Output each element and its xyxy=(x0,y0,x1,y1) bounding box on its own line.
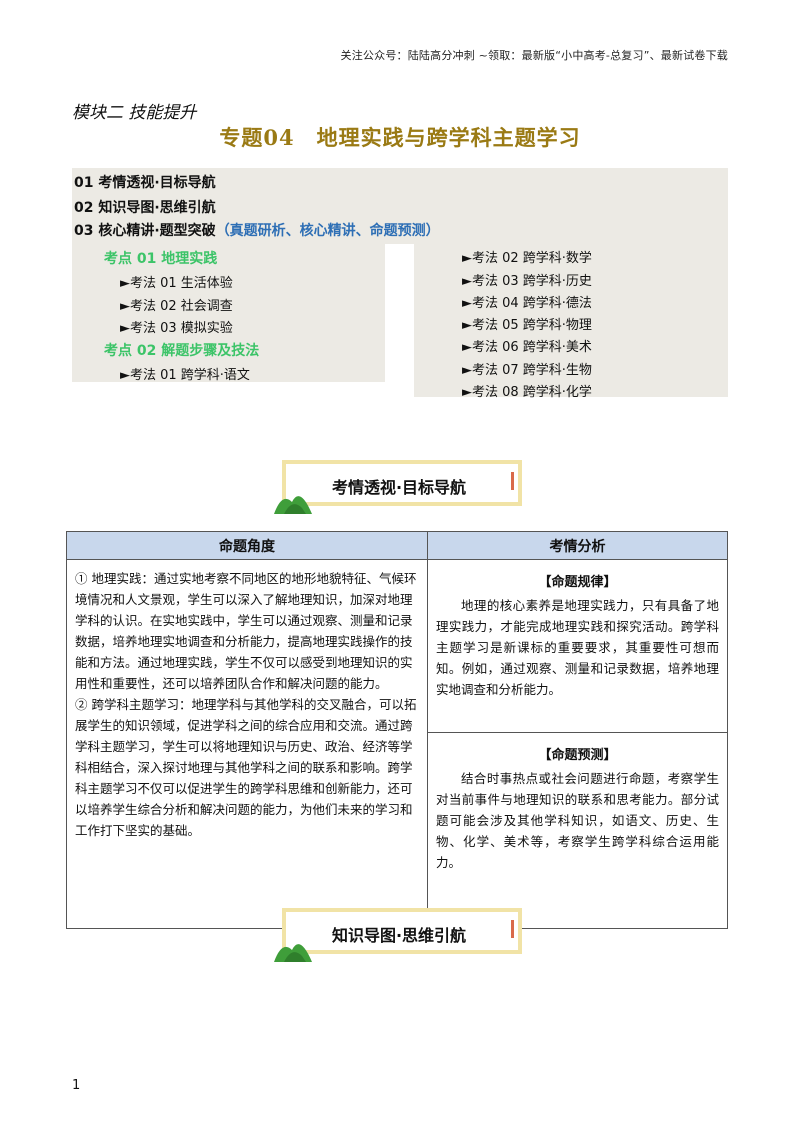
angle-cell: ① 地理实践：通过实地考察不同地区的地形地貌特征、气候环境情况和人文景观，学生可… xyxy=(66,559,428,929)
toc-item[interactable]: ►考法 05 跨学科·物理 xyxy=(462,318,592,333)
banner-frame xyxy=(282,908,522,954)
toc-right-block xyxy=(414,244,728,397)
col-header-angle: 命题角度 xyxy=(66,531,428,560)
section-banner-1: 考情透视·目标导航 xyxy=(274,460,524,514)
page-title: 专题04 地理实践与跨学科主题学习 xyxy=(219,125,581,150)
angle-paragraph-1: ① 地理实践：通过实地考察不同地区的地形地貌特征、气候环境情况和人文景观，学生可… xyxy=(75,571,417,691)
rule-text: 地理的核心素养是地理实践力，只有具备了地理实践力，才能完成地理实践和探究活动。跨… xyxy=(436,598,719,697)
header-note: 关注公众号：陆陆高分冲刺 ~领取：最新版“小中高考-总复习”、最新试卷下载 xyxy=(340,49,728,62)
hills-icon xyxy=(274,496,312,514)
toc-item[interactable]: ►考法 08 跨学科·化学 xyxy=(462,385,592,400)
hills-icon xyxy=(274,944,312,962)
toc-line-3-sub: （真题研析、核心精讲、命题预测） xyxy=(215,223,440,239)
toc-item[interactable]: ►考法 03 模拟实验 xyxy=(120,321,233,336)
toc-left-block xyxy=(72,244,385,382)
toc-line-3[interactable]: 03 核心精讲·题型突破（真题研析、核心精讲、命题预测） xyxy=(74,220,440,240)
toc-item[interactable]: ►考法 02 跨学科·数学 xyxy=(462,251,592,266)
page-number: 1 xyxy=(72,1078,81,1093)
analysis-table: 命题角度 考情分析 ① 地理实践：通过实地考察不同地区的地形地貌特征、气候环境情… xyxy=(66,531,728,929)
prediction-text: 结合时事热点或社会问题进行命题，考察学生对当前事件与地理知识的联系和思考能力。部… xyxy=(436,771,719,870)
toc-item[interactable]: ►考法 04 跨学科·德法 xyxy=(462,296,592,311)
banner-accent-mark xyxy=(511,920,514,938)
toc-kp-2[interactable]: 考点 02 解题步骤及技法 xyxy=(104,343,260,359)
toc-item[interactable]: ►考法 01 生活体验 xyxy=(120,276,233,291)
toc-item[interactable]: ►考法 03 跨学科·历史 xyxy=(462,274,592,289)
banner-title: 考情透视·目标导航 xyxy=(331,478,467,497)
rule-heading: 【命题规律】 xyxy=(538,575,617,590)
toc-item[interactable]: ►考法 02 社会调查 xyxy=(120,299,233,314)
banner-title: 知识导图·思维引航 xyxy=(331,926,467,945)
toc-line-1[interactable]: 01 考情透视·目标导航 xyxy=(74,175,216,191)
section-banner-2: 知识导图·思维引航 xyxy=(274,908,524,962)
toc-kp-1[interactable]: 考点 01 地理实践 xyxy=(104,251,218,267)
prediction-section: 【命题预测】 结合时事热点或社会问题进行命题，考察学生对当前事件与地理知识的联系… xyxy=(428,732,727,885)
rule-section: 【命题规律】 地理的核心素养是地理实践力，只有具备了地理实践力，才能完成地理实践… xyxy=(428,560,727,732)
toc-item[interactable]: ►考法 01 跨学科·语文 xyxy=(120,368,250,383)
col-header-analysis: 考情分析 xyxy=(427,531,728,560)
toc-header-block xyxy=(72,168,728,244)
module-label: 模块二 技能提升 xyxy=(72,103,197,123)
toc-item[interactable]: ►考法 07 跨学科·生物 xyxy=(462,363,592,378)
banner-accent-mark xyxy=(511,472,514,490)
banner-frame xyxy=(282,460,522,506)
toc-line-2[interactable]: 02 知识导图·思维引航 xyxy=(74,200,216,216)
toc-line-3-main: 03 核心精讲·题型突破 xyxy=(74,223,216,239)
analysis-cell: 【命题规律】 地理的核心素养是地理实践力，只有具备了地理实践力，才能完成地理实践… xyxy=(427,559,728,929)
angle-paragraph-2: ② 跨学科主题学习：地理学科与其他学科的交叉融合，可以拓展学生的知识领域，促进学… xyxy=(75,697,417,838)
toc-item[interactable]: ►考法 06 跨学科·美术 xyxy=(462,340,592,355)
prediction-heading: 【命题预测】 xyxy=(538,748,617,763)
